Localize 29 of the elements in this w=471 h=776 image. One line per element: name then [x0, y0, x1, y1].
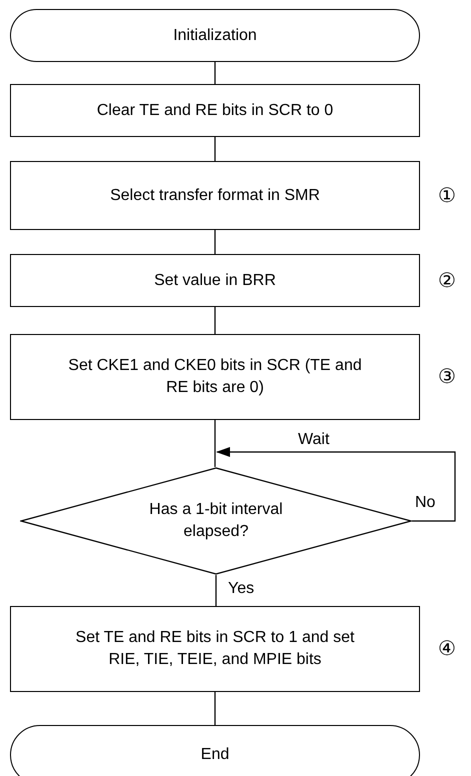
- step-number: ②: [438, 268, 456, 292]
- node-text: Set CKE1 and CKE0 bits in SCR (TE and RE bits are 0): [67, 356, 363, 398]
- node-text: Initialization: [173, 26, 257, 46]
- connector-line: [214, 137, 216, 161]
- node-text: Set TE and RE bits in SCR to 1 and set RIE, TIE, TEIE, and MPIE bits: [74, 628, 356, 670]
- step-number: ③: [438, 365, 456, 389]
- terminal-shape: [10, 9, 420, 62]
- loop-arrow: [216, 447, 456, 522]
- connector-line: [214, 307, 216, 334]
- terminal-shape: [10, 725, 420, 776]
- connector-line: [215, 575, 217, 606]
- loop-label: Wait: [298, 430, 330, 450]
- node-text: Set value in BRR: [154, 270, 276, 290]
- process-box: [10, 161, 420, 230]
- connector-line: [214, 62, 216, 84]
- connector-line: [214, 692, 216, 725]
- process-box: [10, 606, 420, 692]
- process-box: [10, 84, 420, 137]
- process-box: [10, 254, 420, 307]
- node-text: End: [200, 745, 230, 765]
- connector-line: [214, 420, 216, 467]
- process-box: [10, 334, 420, 420]
- step-number: ④: [438, 637, 456, 661]
- node-text: Has a 1-bit interval elapsed?: [148, 500, 284, 542]
- node-text: Select transfer format in SMR: [110, 186, 320, 206]
- step-number: ①: [438, 184, 456, 208]
- connector-line: [214, 230, 216, 254]
- node-text: Clear TE and RE bits in SCR to 0: [96, 100, 334, 120]
- decision-diamond: [20, 467, 412, 575]
